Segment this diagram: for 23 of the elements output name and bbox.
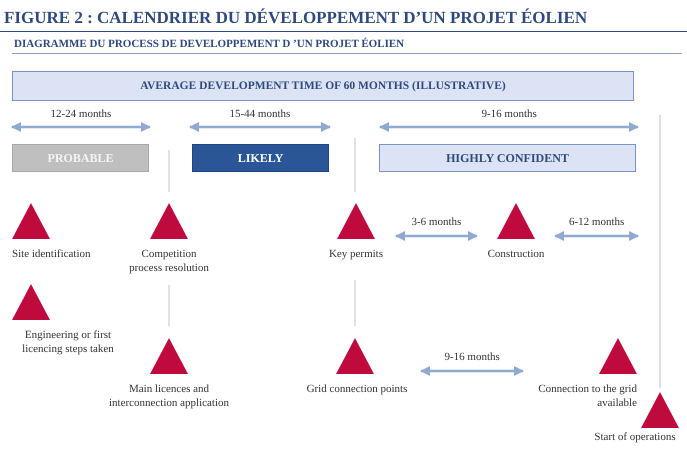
milestone-label: Competition process resolution <box>128 247 210 275</box>
double-arrow <box>554 231 639 241</box>
milestone-label: Construction <box>486 247 546 261</box>
header-bar: AVERAGE DEVELOPMENT TIME OF 60 MONTHS (ILLUSTRATIVE) <box>12 71 634 101</box>
edge-label: 9-16 months <box>444 351 500 363</box>
milestone-label: Main licences and interconnection application <box>108 382 230 410</box>
edge-label: 3-6 months <box>412 216 462 228</box>
phase-bar: HIGHLY CONFIDENT <box>379 144 636 172</box>
milestone-label: Site identification <box>12 247 92 261</box>
edge-label: 6-12 months <box>569 216 624 228</box>
subtitle: DIAGRAMME DU PROCESS DE DEVELOPPEMENT D ’UN PROJET ÉOLIEN <box>14 38 404 50</box>
figure-title: FIGURE 2 : CALENDRIER DU DÉVELOPPEMENT D’UN PROJET ÉOLIEN <box>4 8 588 28</box>
double-arrow <box>395 231 478 241</box>
milestone-label: Key permits <box>328 247 384 261</box>
milestone-label: Engineering or first licencing steps taken <box>21 328 115 356</box>
phase-bar: LIKELY <box>192 144 329 172</box>
duration-label: 15-44 months <box>230 108 290 120</box>
duration-label: 12-24 months <box>50 108 112 120</box>
milestone-label: Start of operations <box>593 430 677 444</box>
double-arrow <box>420 366 524 376</box>
duration-label: 9-16 months <box>482 108 537 120</box>
milestone-label: Grid connection points <box>306 382 408 396</box>
milestone-label: Connection to the grid available <box>537 382 637 410</box>
